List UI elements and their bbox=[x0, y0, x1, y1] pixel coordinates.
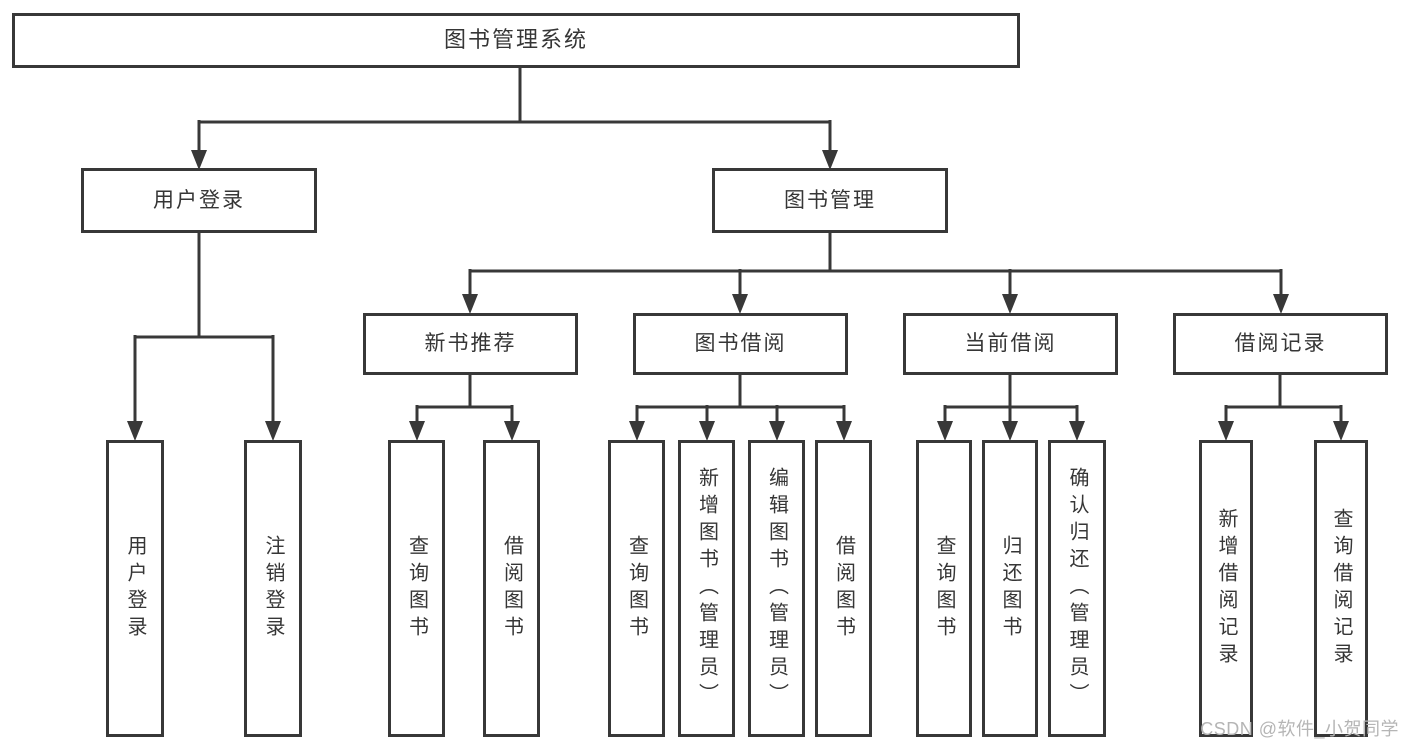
node-new-book-recommendation: 新书推荐 bbox=[363, 313, 578, 375]
leaf-borrow-books-borrowing: 借阅图书 bbox=[815, 440, 872, 737]
node-user-login: 用户登录 bbox=[81, 168, 317, 233]
leaf-query-borrow-record: 查询借阅记录 bbox=[1314, 440, 1368, 737]
leaf-add-borrow-record: 新增借阅记录 bbox=[1199, 440, 1253, 737]
node-current-borrowing: 当前借阅 bbox=[903, 313, 1118, 375]
leaf-user-login: 用户登录 bbox=[106, 440, 164, 737]
leaf-add-book-admin: 新增图书（管理员） bbox=[678, 440, 735, 737]
leaf-query-books-borrowing: 查询图书 bbox=[608, 440, 665, 737]
leaf-query-books-current: 查询图书 bbox=[916, 440, 972, 737]
node-library-management-system: 图书管理系统 bbox=[12, 13, 1020, 68]
leaf-query-books-recommend: 查询图书 bbox=[388, 440, 445, 737]
leaf-borrow-books-recommend: 借阅图书 bbox=[483, 440, 540, 737]
leaf-logout: 注销登录 bbox=[244, 440, 302, 737]
leaf-return-book: 归还图书 bbox=[982, 440, 1038, 737]
leaf-confirm-return-admin: 确认归还（管理员） bbox=[1048, 440, 1106, 737]
node-book-management: 图书管理 bbox=[712, 168, 948, 233]
leaf-edit-book-admin: 编辑图书（管理员） bbox=[748, 440, 805, 737]
node-borrowing-records: 借阅记录 bbox=[1173, 313, 1388, 375]
watermark: CSDN @软件_小贺同学 bbox=[1200, 719, 1399, 739]
node-book-borrowing: 图书借阅 bbox=[633, 313, 848, 375]
